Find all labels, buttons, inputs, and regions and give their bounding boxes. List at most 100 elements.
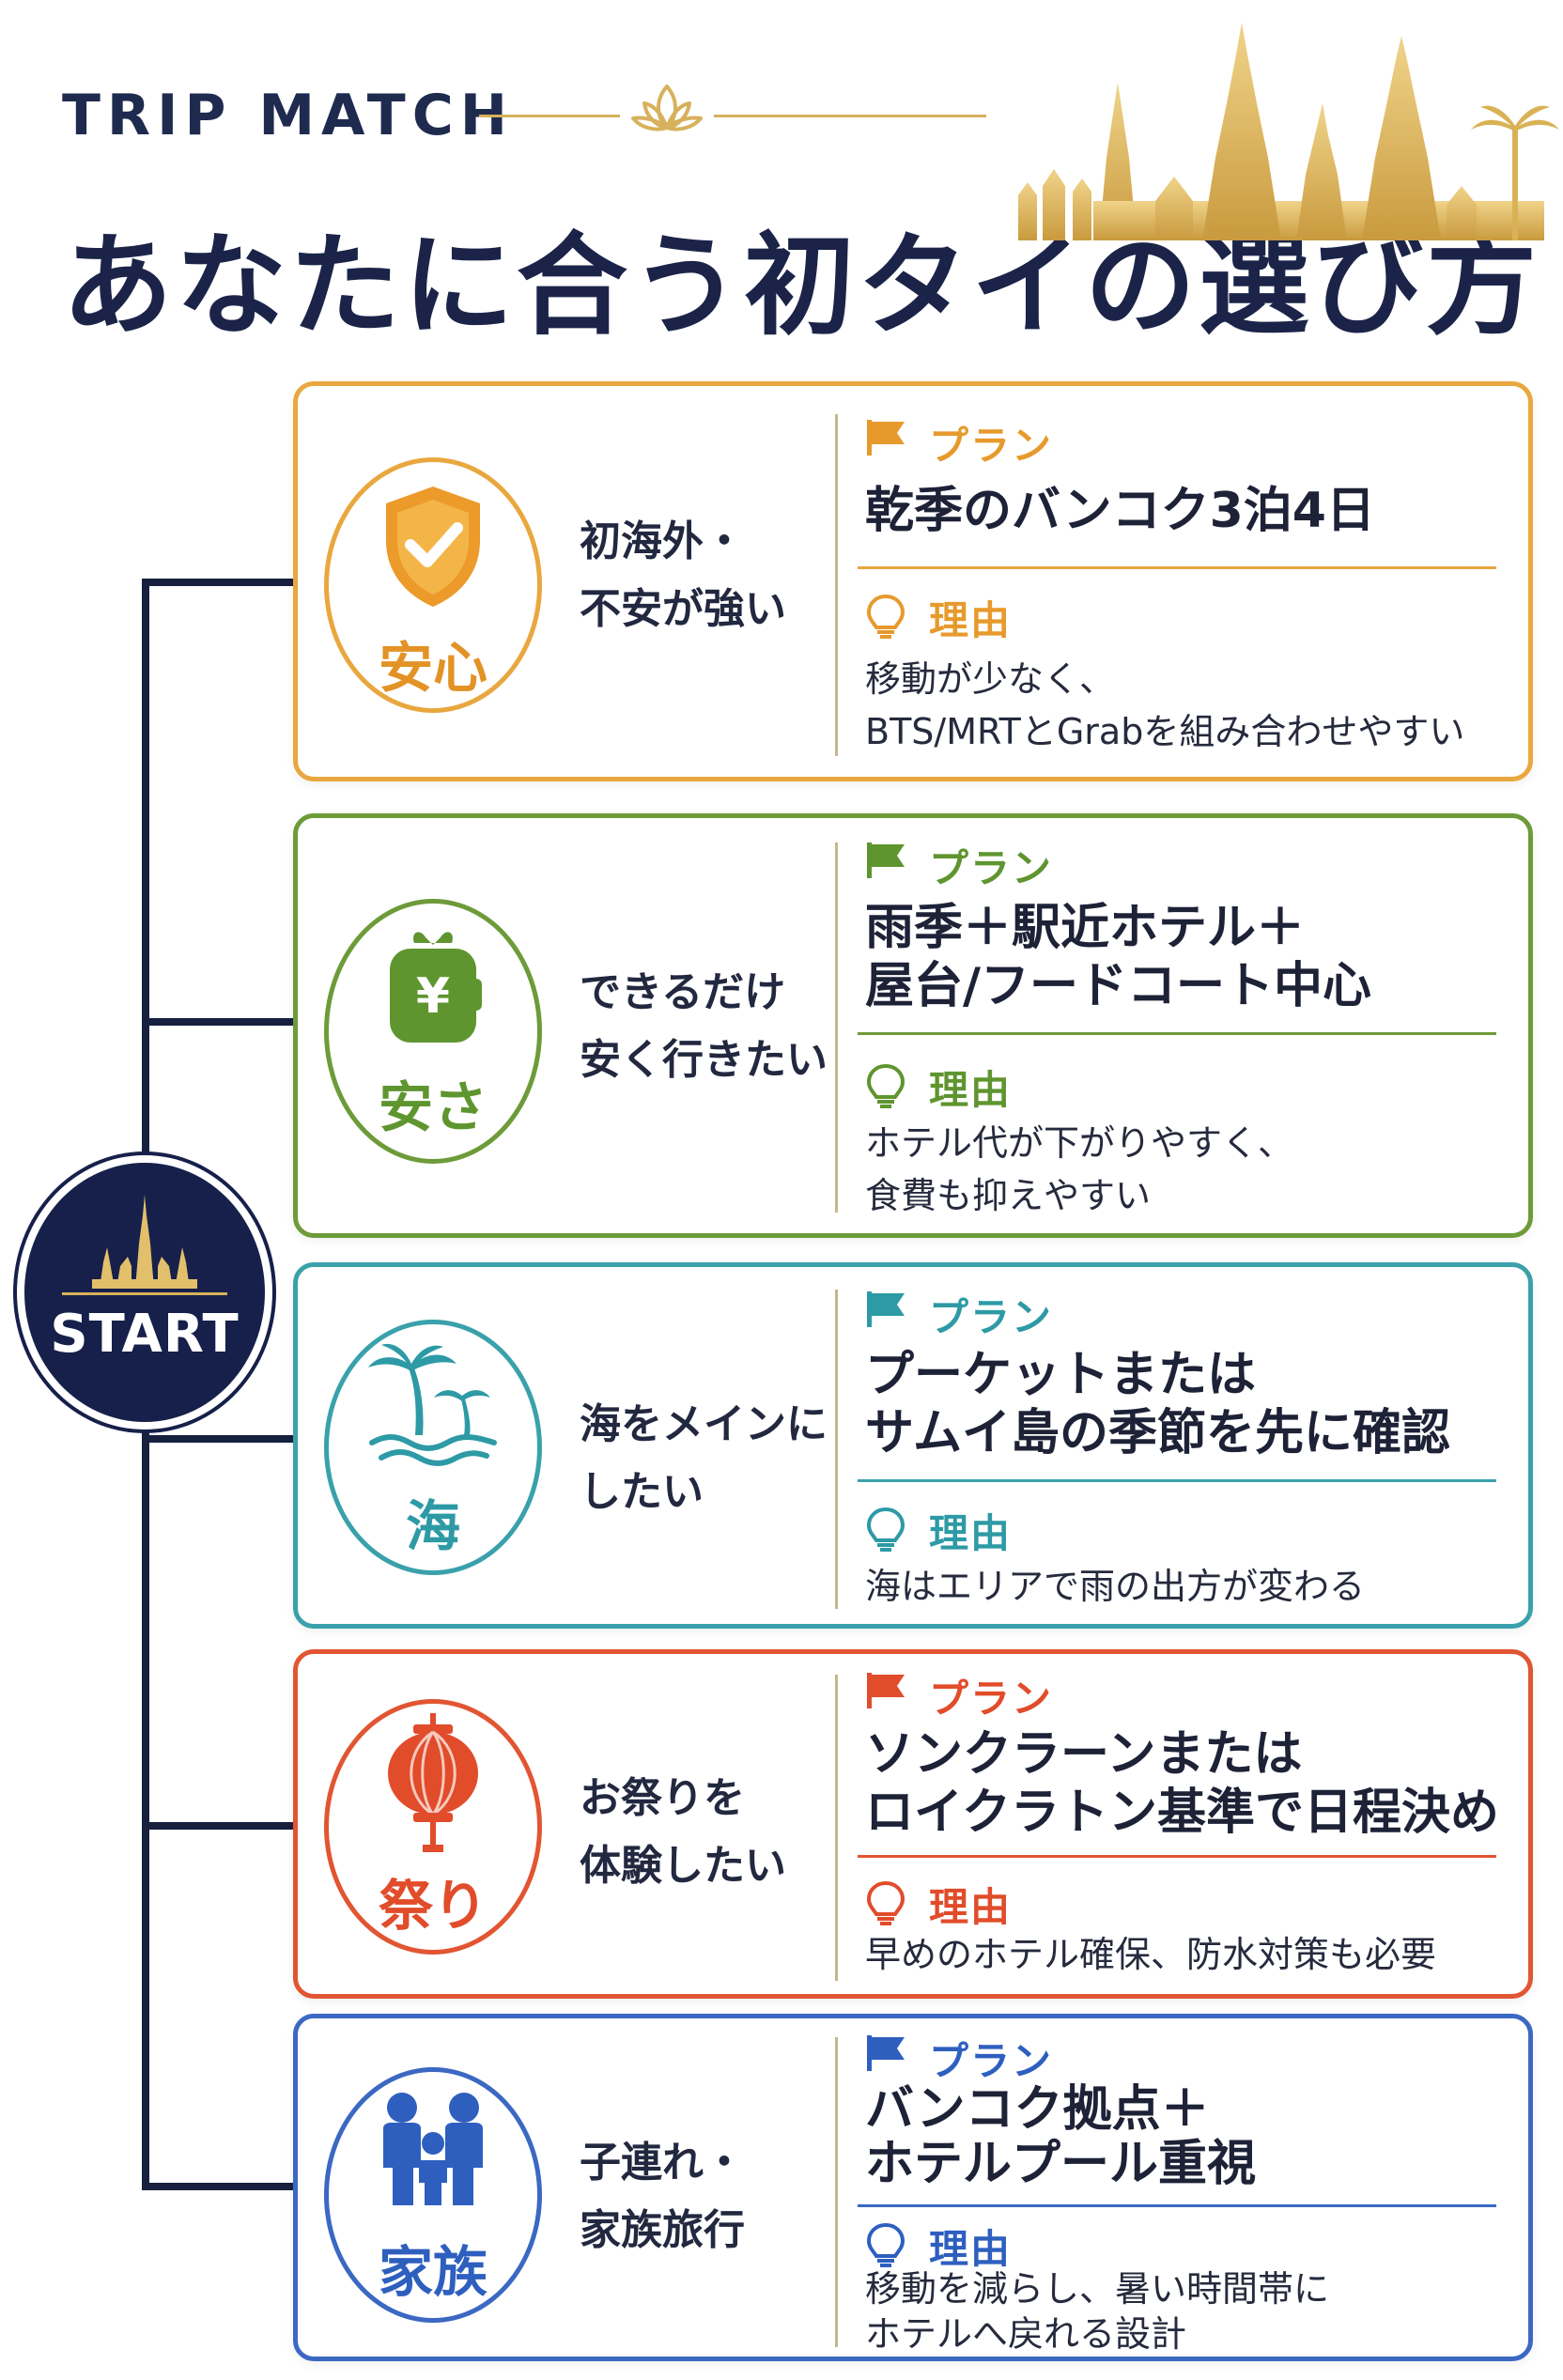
card-divider: [835, 2037, 838, 2347]
flow-branch-line-4: [142, 1822, 294, 1830]
category-label-kazoku: 家族: [378, 2240, 487, 2304]
plan-label: プラン: [867, 1286, 1053, 1343]
condition-line: お祭りを: [580, 1774, 745, 1822]
reason-label-text: 理由: [929, 597, 1013, 643]
section-divider: [858, 1855, 1496, 1858]
plan-label-text: プラン: [929, 845, 1054, 891]
reason-label: 理由: [866, 2218, 1013, 2275]
category-circle-kazoku: 家族: [324, 2067, 542, 2323]
palm-beach-icon: [368, 1343, 497, 1466]
reason-line: BTS/MRTとGrabを組み合わせやすい: [865, 711, 1465, 752]
reason-label-text: 理由: [929, 1067, 1013, 1113]
plan-label: プラン: [867, 1667, 1054, 1724]
plan-text-kazoku: バンコク拠点＋ ホテルプール重視: [865, 2082, 1256, 2191]
condition-line: できるだけ: [580, 968, 786, 1016]
reason-line: 食費も抑えやすい: [865, 1175, 1152, 1216]
category-label-anshin: 安心: [378, 636, 487, 700]
condition-umi: 海をメインに したい: [580, 1391, 833, 1526]
plan-card-matsuri: 祭り お祭りを 体験したい プラン ソンクラーンまたは ロイクラトン基準で日程決…: [293, 1649, 1533, 1999]
reason-line: 移動を減らし、暑い時間帯に: [865, 2268, 1330, 2310]
reason-label-text: 理由: [929, 1510, 1013, 1556]
lightbulb-icon: [866, 2222, 905, 2267]
section-divider: [858, 1032, 1496, 1035]
plan-label-text: プラン: [929, 1676, 1054, 1722]
plan-label: プラン: [867, 837, 1054, 894]
flow-branch-line-3: [142, 1435, 294, 1443]
plan-line: ホテルプール重視: [865, 2136, 1257, 2192]
condition-line: 海をメインに: [580, 1400, 828, 1448]
reason-line: 早めのホテル確保、防水対策も必要: [865, 1934, 1437, 1975]
flag-icon: [867, 1291, 905, 1327]
category-label-yasusa: 安さ: [378, 1075, 487, 1139]
reason-line: ホテルへ戻れる設計: [865, 2313, 1187, 2355]
condition-line: 不安が強い: [580, 585, 786, 633]
category-circle-anshin: 安心: [324, 457, 542, 713]
brand-rule-right: [714, 115, 986, 117]
plan-label-text: プラン: [929, 2038, 1054, 2084]
condition-line: 体験したい: [580, 1842, 786, 1890]
reason-text-yasusa: ホテル代が下がりやすく、 食費も抑えやすい: [865, 1117, 1293, 1222]
plan-label: プラン: [867, 2030, 1054, 2087]
plan-text-matsuri: ソンクラーンまたは ロイクラトン基準で日程決め: [865, 1725, 1499, 1842]
page-title: あなたに合う初タイの選び方: [62, 221, 1540, 350]
plan-line: ロイクラトン基準で日程決め: [865, 1785, 1499, 1841]
plan-card-yasusa: ¥ 安さ できるだけ 安く行きたい プラン 雨季＋駅近ホテル＋ 屋台/フードコー…: [293, 813, 1533, 1238]
reason-line: ホテル代が下がりやすく、: [865, 1122, 1294, 1164]
family-icon: [383, 2093, 483, 2205]
plan-card-umi: 海 海をメインに したい プラン プーケットまたは サムイ島の季節を先に確認 理…: [293, 1262, 1533, 1629]
flow-branch-line-5: [142, 2183, 294, 2190]
lantern-icon: [388, 1713, 478, 1852]
category-label-umi: 海: [405, 1494, 460, 1558]
temple-icon: [92, 1195, 197, 1289]
card-divider: [835, 1290, 838, 1609]
condition-line: したい: [580, 1468, 704, 1516]
svg-text:¥: ¥: [416, 968, 450, 1025]
reason-label-text: 理由: [929, 1884, 1013, 1930]
brand-rule-left: [479, 115, 620, 117]
flag-icon: [867, 1673, 905, 1708]
reason-label: 理由: [866, 1059, 1013, 1116]
flag-icon: [867, 420, 905, 456]
reason-label: 理由: [866, 1502, 1013, 1559]
plan-line: バンコク拠点＋: [865, 2081, 1210, 2138]
plan-text-yasusa: 雨季＋駅近ホテル＋ 屋台/フードコート中心: [865, 899, 1371, 1015]
flow-branch-line-2: [142, 1018, 294, 1026]
start-badge: START: [24, 1163, 265, 1422]
plan-line: サムイ島の季節を先に確認: [865, 1405, 1450, 1461]
reason-label: 理由: [866, 589, 1013, 646]
plan-line: 乾季のバンコク3泊4日: [865, 483, 1375, 539]
section-divider: [858, 2204, 1496, 2207]
section-divider: [858, 566, 1496, 569]
condition-yasusa: できるだけ 安く行きたい: [580, 959, 833, 1094]
lightbulb-icon: [866, 1507, 905, 1552]
condition-line: 初海外・: [580, 518, 745, 565]
reason-text-matsuri: 早めのホテル確保、防水対策も必要: [865, 1928, 1436, 1981]
brand-logo: TRIP MATCH: [62, 83, 514, 148]
plan-line: ソンクラーンまたは: [865, 1726, 1303, 1783]
card-divider: [835, 414, 838, 756]
plan-label: プラン: [867, 414, 1053, 471]
card-divider: [835, 1675, 838, 1981]
temple-skyline-icon: [1018, 23, 1559, 240]
plan-line: 雨季＋駅近ホテル＋: [865, 900, 1306, 956]
plan-line: プーケットまたは: [865, 1347, 1257, 1403]
section-divider: [858, 1479, 1496, 1482]
plan-card-anshin: 安心 初海外・ 不安が強い プラン 乾季のバンコク3泊4日 理由 移動が少なく、…: [293, 381, 1533, 781]
reason-label-text: 理由: [929, 2226, 1013, 2272]
condition-anshin: 初海外・ 不安が強い: [580, 508, 833, 643]
flag-icon: [867, 842, 905, 878]
card-divider: [835, 842, 838, 1213]
plan-line: 屋台/フードコート中心: [865, 958, 1371, 1014]
plan-text-umi: プーケットまたは サムイ島の季節を先に確認: [865, 1346, 1450, 1462]
lightbulb-icon: [866, 1880, 905, 1925]
plan-card-kazoku: 家族 子連れ・ 家族旅行 プラン バンコク拠点＋ ホテルプール重視 理由 移動を…: [293, 2014, 1533, 2361]
lotus-icon: [631, 85, 703, 131]
yen-wallet-icon: ¥: [390, 932, 482, 1043]
condition-line: 子連れ・: [580, 2139, 745, 2187]
reason-line: 海はエリアで雨の出方が変わる: [865, 1566, 1366, 1607]
category-circle-yasusa: ¥ 安さ: [324, 899, 542, 1164]
start-rule: [62, 1292, 227, 1295]
header: TRIP MATCH あなたに合う初タイの選び方: [0, 0, 1563, 366]
flag-icon: [867, 2035, 905, 2071]
reason-text-umi: 海はエリアで雨の出方が変わる: [865, 1560, 1365, 1613]
